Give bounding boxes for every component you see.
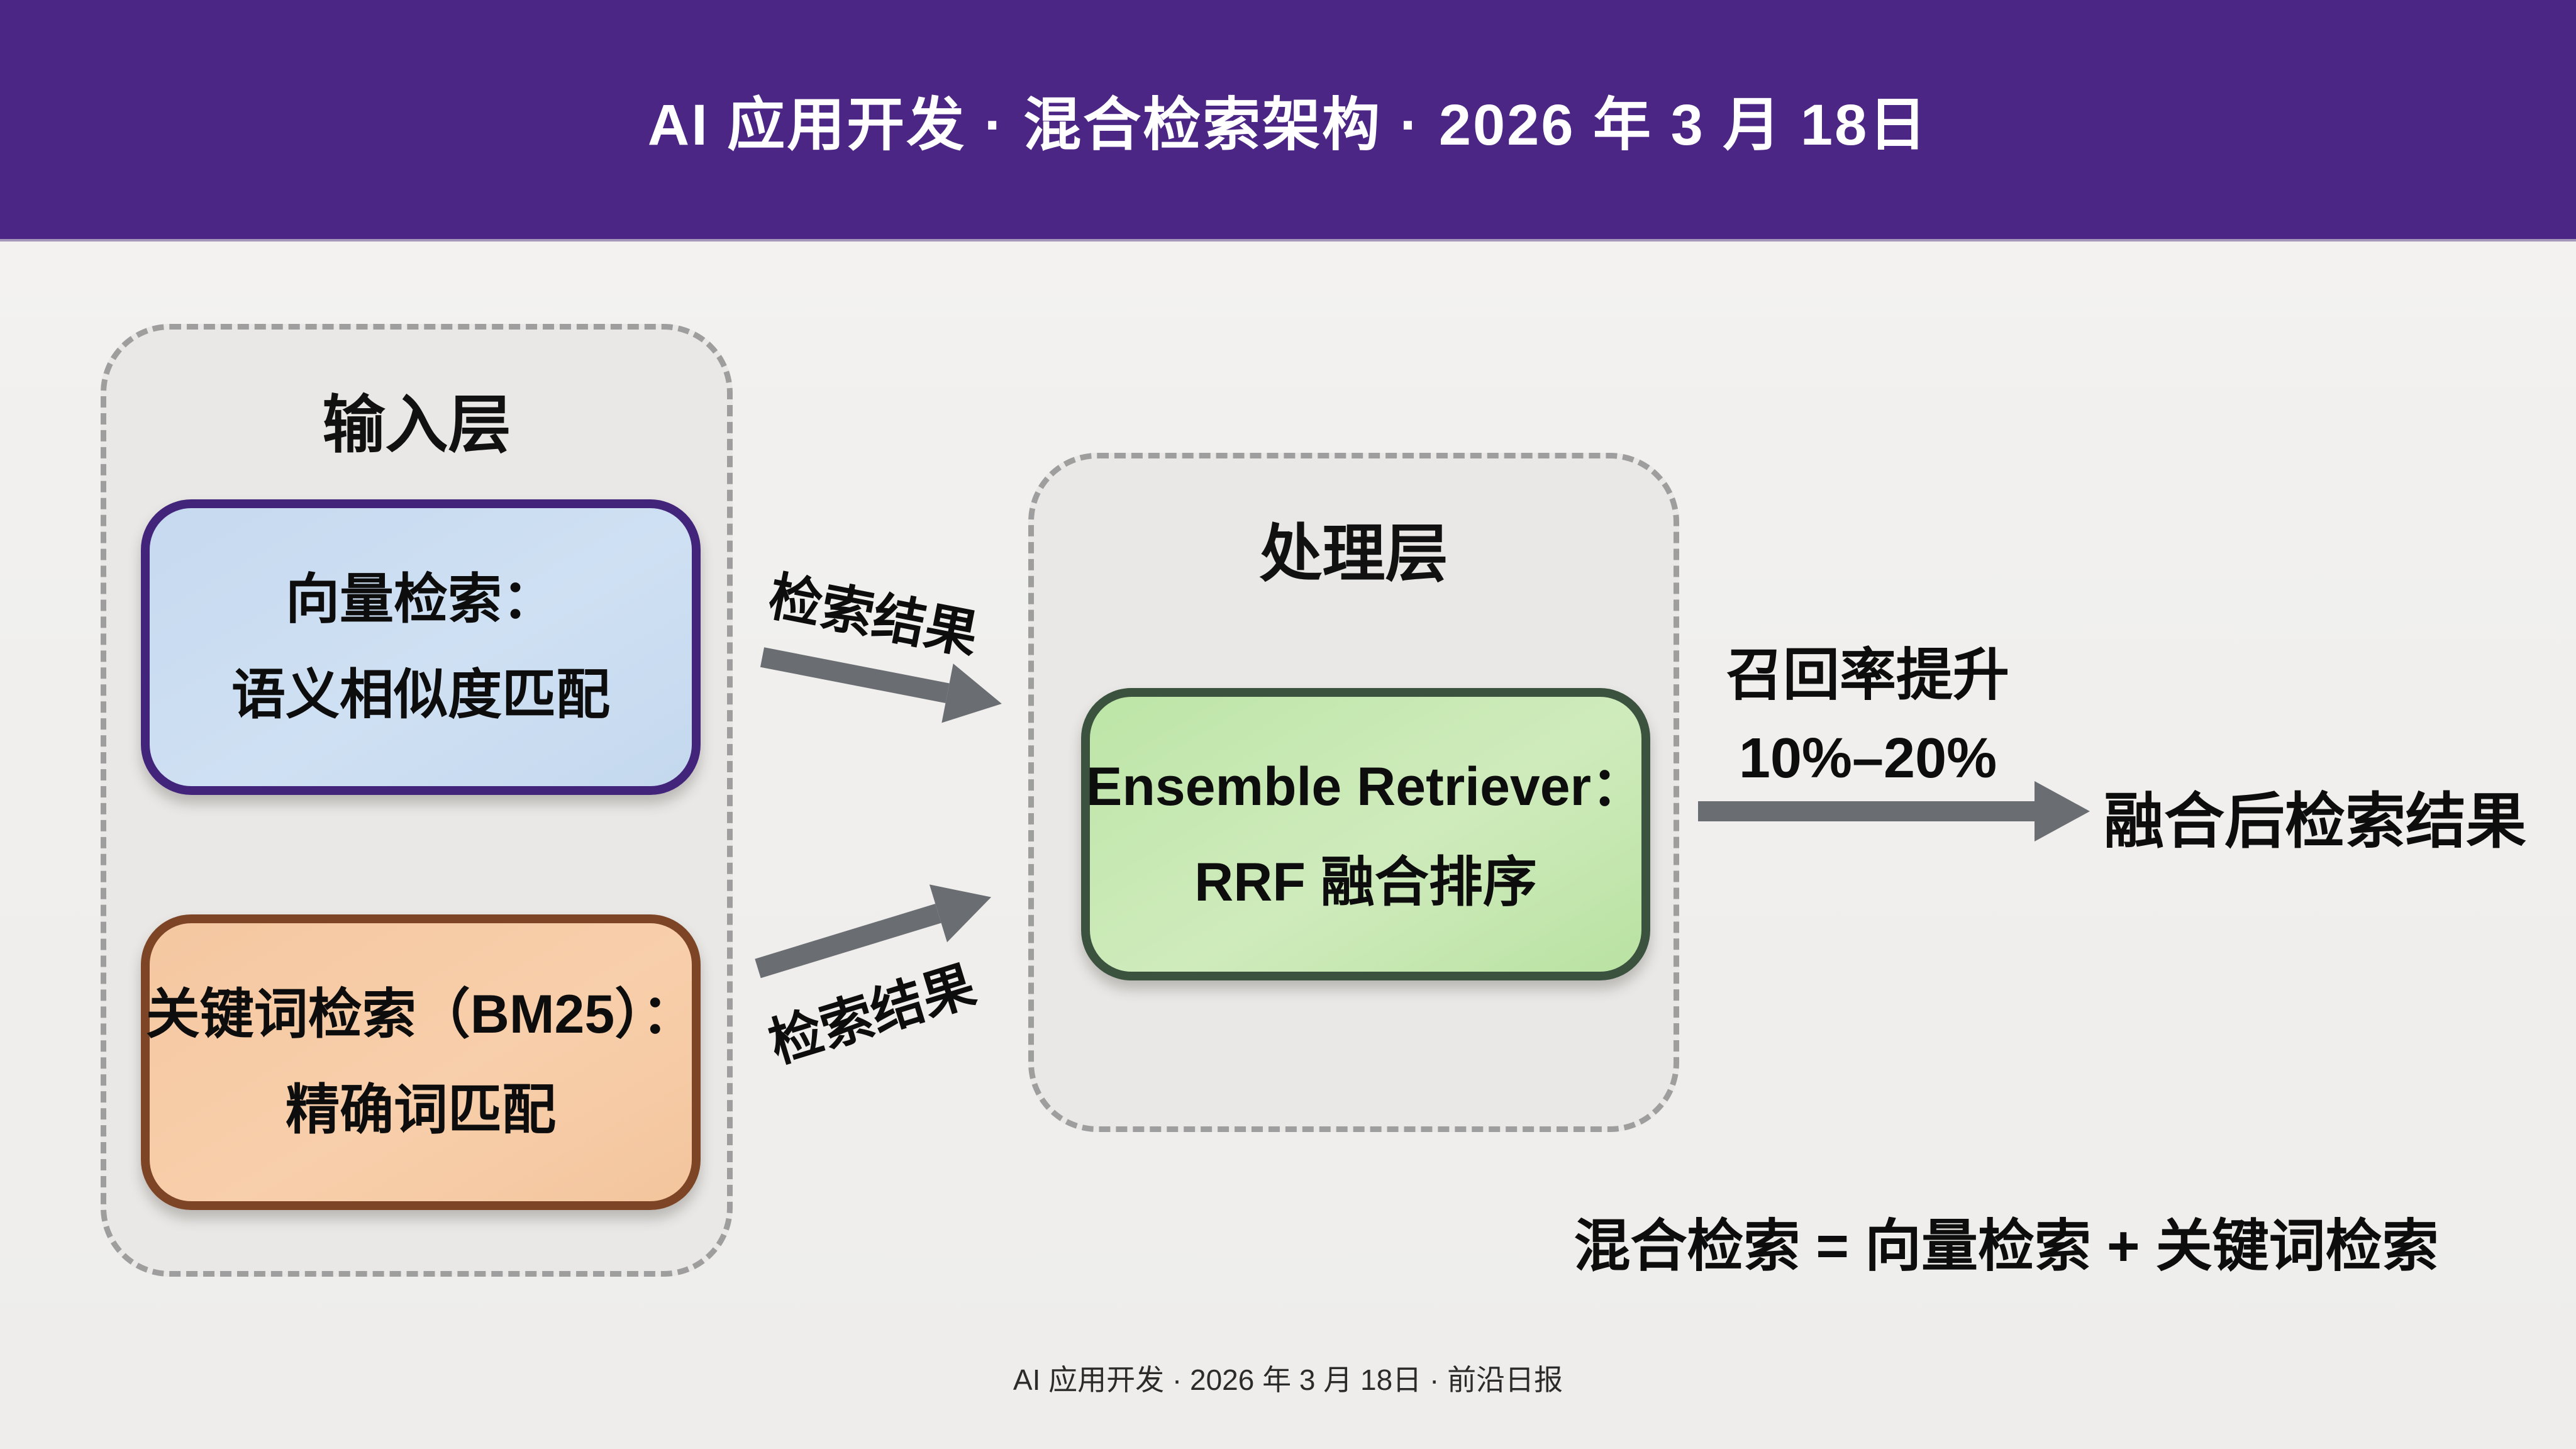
fused-result-text: 融合后检索结果 bbox=[2104, 788, 2526, 855]
hybrid-retrieval-equation: 混合检索 = 向量检索 + 关键词检索 bbox=[1574, 1215, 2439, 1278]
arrow-label-top: 检索结果 bbox=[763, 566, 983, 665]
recall-gain-line2: 10%–20% bbox=[1738, 727, 1997, 790]
arrow-head-icon bbox=[941, 663, 1008, 734]
arrow-head-icon bbox=[2035, 781, 2090, 841]
keyword-retrieval-line2: 精确词匹配 bbox=[286, 1080, 556, 1140]
ensemble-retriever-box: Ensemble Retriever： RRF 融合排序 bbox=[1081, 688, 1650, 980]
keyword-retrieval-line1: 关键词检索（BM25）： bbox=[145, 984, 696, 1045]
header-bar: AI 应用开发 · 混合检索架构 · 2026 年 3 月 18日 bbox=[0, 0, 2576, 239]
vector-retrieval-box: 向量检索： 语义相似度匹配 bbox=[141, 499, 701, 795]
header-title: AI 应用开发 · 混合检索架构 · 2026 年 3 月 18日 bbox=[647, 92, 1929, 157]
ensemble-retriever-line1: Ensemble Retriever： bbox=[1085, 756, 1646, 817]
vector-retrieval-line2: 语义相似度匹配 bbox=[231, 665, 610, 725]
ensemble-retriever-line2: RRF 融合排序 bbox=[1194, 852, 1537, 913]
recall-gain-annotation: 召回率提升 10%–20% bbox=[1673, 634, 2063, 800]
input-layer-title: 输入层 bbox=[322, 390, 511, 460]
processing-layer-container: 处理层 Ensemble Retriever： RRF 融合排序 bbox=[1028, 453, 1679, 1132]
recall-gain-line1: 召回率提升 bbox=[1726, 644, 2009, 707]
arrow-shaft bbox=[1698, 801, 2035, 821]
arrow-ensemble-to-output bbox=[1698, 781, 2090, 841]
input-layer-container: 输入层 向量检索： 语义相似度匹配 关键词检索（BM25）： 精确词匹配 bbox=[101, 324, 733, 1277]
footer-caption: AI 应用开发 · 2026 年 3 月 18日 · 前沿日报 bbox=[1013, 1363, 1563, 1396]
keyword-retrieval-box: 关键词检索（BM25）： 精确词匹配 bbox=[141, 914, 701, 1210]
arrow-head-icon bbox=[929, 868, 1001, 943]
vector-retrieval-line1: 向量检索： bbox=[286, 569, 556, 630]
processing-layer-title: 处理层 bbox=[1259, 519, 1448, 589]
